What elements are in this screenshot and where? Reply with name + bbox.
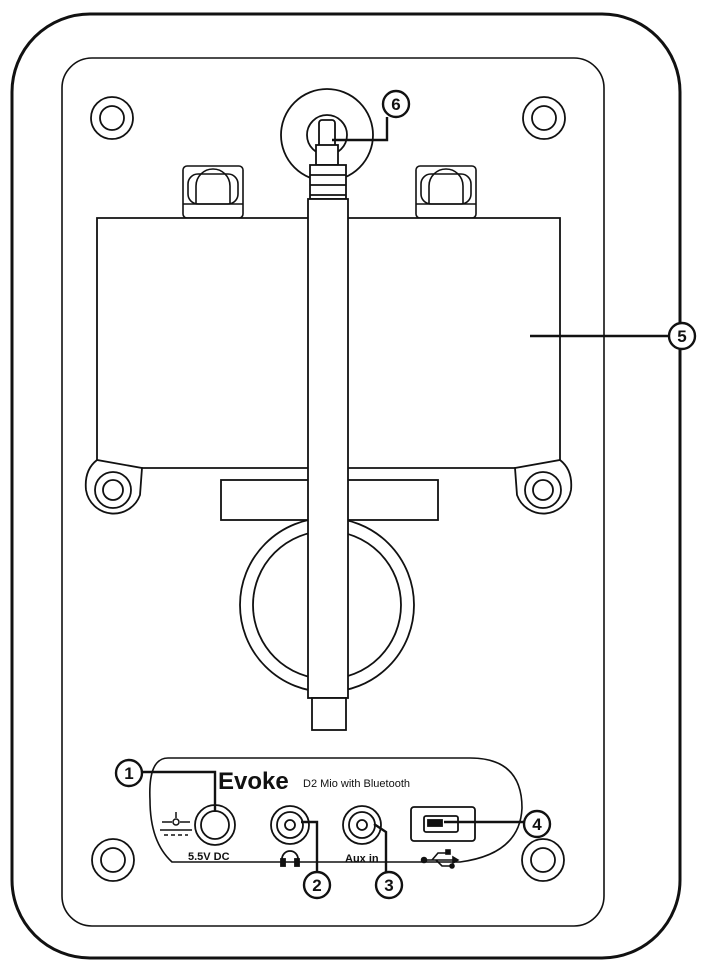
svg-text:5: 5 (677, 327, 686, 346)
headphone-socket (270, 805, 310, 845)
brand-name: Evoke (218, 768, 289, 795)
svg-text:6: 6 (391, 95, 400, 114)
callout-5: 5 (667, 321, 697, 351)
screw-top-right (522, 96, 566, 140)
callout-1: 1 (114, 758, 144, 788)
svg-text:4: 4 (532, 815, 542, 834)
screw-bottom-right (521, 838, 565, 882)
leader-1 (142, 770, 217, 812)
screw-top-left (90, 96, 134, 140)
cover-lug-right (514, 459, 573, 515)
callout-4: 4 (522, 809, 552, 839)
screw-bottom-left (91, 838, 135, 882)
battery-clip-right (415, 165, 477, 219)
leader-3 (373, 823, 388, 872)
battery-clip-left (182, 165, 244, 219)
usb-port (410, 806, 476, 842)
brand-model: D2 Mio with Bluetooth (303, 778, 410, 790)
svg-text:2: 2 (312, 876, 321, 895)
callout-3: 3 (374, 870, 404, 900)
aux-in-socket (342, 805, 382, 845)
svg-text:1: 1 (124, 764, 133, 783)
aerial-rod (307, 144, 349, 731)
usb-icon (420, 849, 460, 869)
callout-6: 6 (381, 89, 411, 119)
headphones-icon (280, 850, 300, 867)
dc-power-icon (160, 812, 192, 836)
svg-text:3: 3 (384, 876, 393, 895)
leader-6 (332, 117, 389, 142)
dc-label: 5.5V DC (188, 851, 230, 863)
callout-leaders (142, 117, 669, 872)
callout-2: 2 (302, 870, 332, 900)
leader-2 (301, 820, 319, 872)
aux-label: Aux in (345, 853, 379, 865)
cover-lug-left (84, 459, 143, 515)
